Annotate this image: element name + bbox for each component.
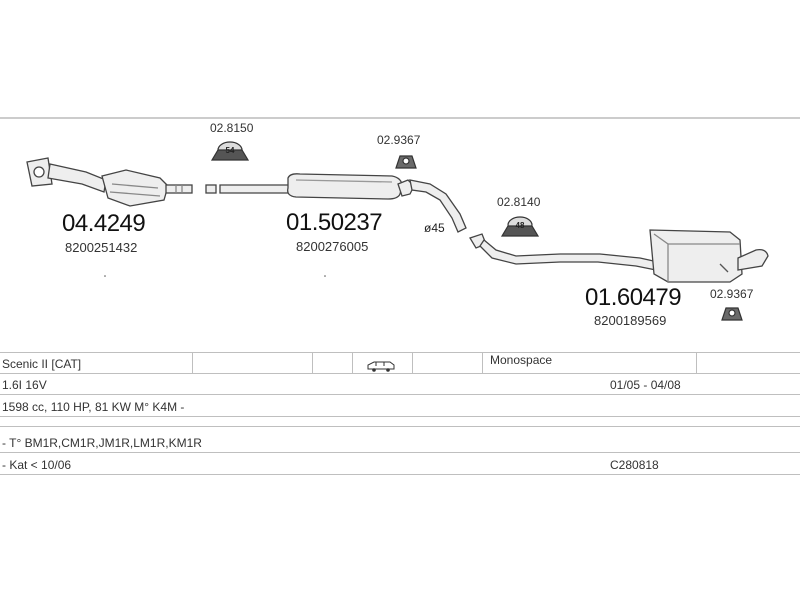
info-row-specs: 1598 cc, 110 HP, 81 KW M° K4M -	[0, 396, 800, 417]
front-pipe-with-catalyst[interactable]	[26, 157, 193, 207]
rubber-mount-2-icon[interactable]	[721, 307, 743, 321]
rear-silencer[interactable]	[479, 229, 769, 283]
engine-types: - T° BM1R,CM1R,JM1R,LM1R,KM1R	[2, 436, 202, 450]
engine-specs: 1598 cc, 110 HP, 81 KW M° K4M -	[2, 400, 185, 414]
ref-dot	[104, 275, 106, 277]
clamp-48-number: 02.8140	[497, 195, 541, 209]
info-row-model: Scenic II [CAT] Monospace	[0, 352, 800, 374]
minivan-icon	[366, 357, 396, 377]
engine-name: 1.6I 16V	[2, 378, 47, 392]
info-row-spacer	[0, 418, 800, 427]
exhaust-system-diagram: 54 48 02.8150 02.9367 02.8140 02.9367 ø4…	[0, 117, 800, 328]
info-row-kat: - Kat < 10/06 C280818	[0, 454, 800, 475]
rear-silencer-body	[649, 229, 743, 283]
clamp-54-size: 54	[226, 146, 235, 155]
info-row-types: - T° BM1R,CM1R,JM1R,LM1R,KM1R	[0, 432, 800, 453]
rubber-mount-1-number: 02.9367	[377, 133, 421, 147]
catalytic-converter	[101, 169, 169, 207]
middle-silencer[interactable]	[205, 173, 415, 200]
body-type: Monospace	[490, 353, 553, 367]
middle-silencer-oem: 8200276005	[296, 239, 368, 254]
rubber-mount-2-number: 02.9367	[710, 287, 754, 301]
date-range: 01/05 - 04/08	[610, 378, 681, 392]
rear-silencer-oem: 8200189569	[594, 313, 666, 328]
pipe-diameter-label: ø45	[424, 221, 445, 235]
model-name: Scenic II [CAT]	[2, 357, 82, 371]
clamp-54-number: 02.8150	[210, 121, 254, 135]
catalog-code: C280818	[610, 458, 659, 472]
clamp-54-icon[interactable]: 54	[210, 141, 250, 161]
front-pipe-oem: 8200251432	[65, 240, 137, 255]
rear-silencer-number: 01.60479	[585, 284, 681, 311]
rubber-mount-1-icon[interactable]	[395, 155, 417, 169]
front-pipe-number: 04.4249	[62, 210, 145, 237]
clamp-48-size: 48	[516, 221, 525, 230]
middle-silencer-number: 01.50237	[286, 209, 382, 236]
kat-info: - Kat < 10/06	[2, 458, 72, 472]
middle-silencer-body	[287, 173, 403, 200]
intermediate-pipe	[409, 179, 487, 249]
clamp-48-icon[interactable]: 48	[500, 216, 540, 237]
ref-dot	[324, 275, 326, 277]
info-row-engine: 1.6I 16V 01/05 - 04/08	[0, 374, 800, 395]
